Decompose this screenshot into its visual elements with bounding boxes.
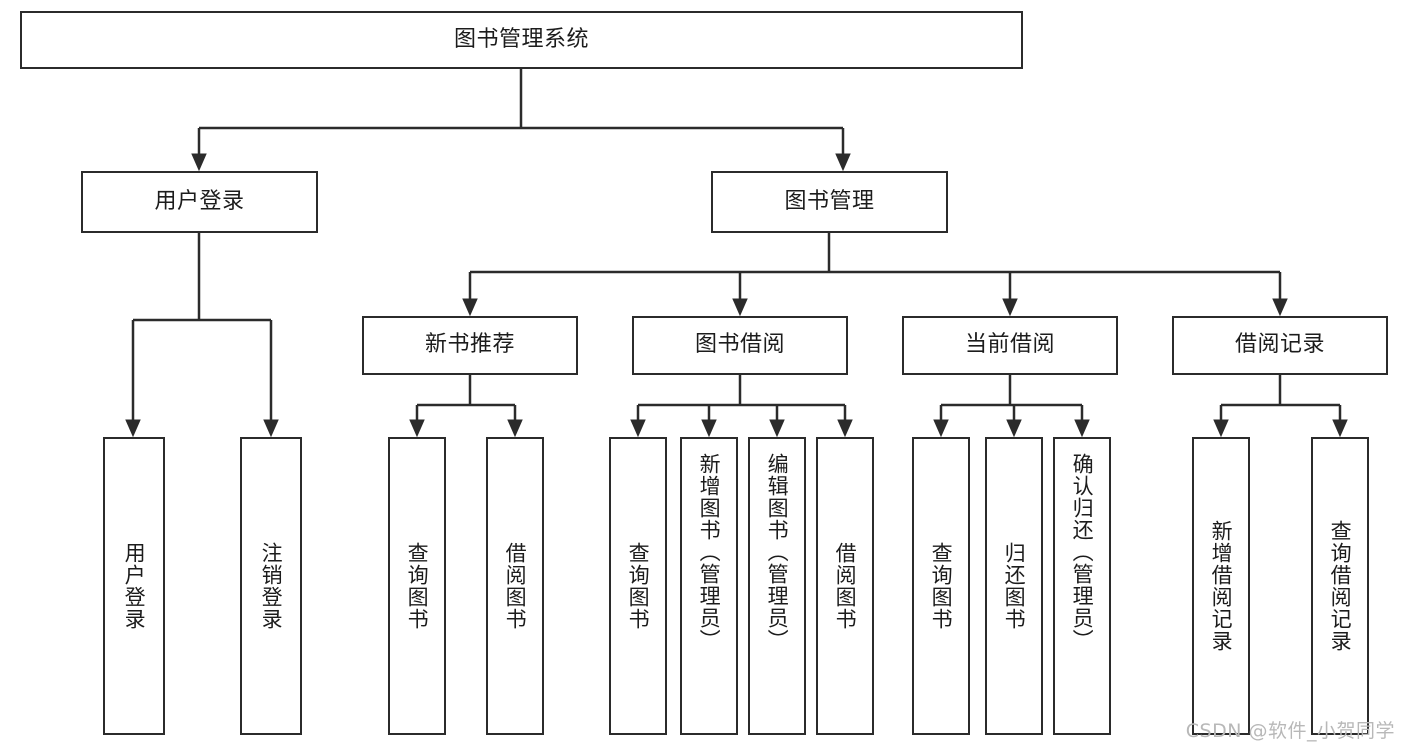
level3-node-2-label: 当前借阅 — [964, 332, 1055, 358]
level2-node-1-label: 图书管理 — [784, 188, 875, 214]
arrow-head-icon — [1332, 419, 1348, 438]
leaf-node-0-label: 用户登录 — [122, 542, 147, 630]
arrow-head-icon — [507, 419, 523, 438]
arrow-head-icon — [1006, 419, 1022, 438]
leaf-node-2-label: 查询图书 — [405, 542, 430, 630]
leaf-node-10-label: 确认归还（管理员） — [1070, 453, 1095, 651]
arrow-head-icon — [1213, 419, 1229, 438]
leaf-node-0[interactable]: 用户登录 — [103, 437, 165, 735]
leaf-node-11[interactable]: 新增借阅记录 — [1192, 437, 1250, 735]
level3-node-3-label: 借阅记录 — [1234, 332, 1325, 358]
leaf-node-7[interactable]: 借阅图书 — [816, 437, 874, 735]
root-node[interactable]: 图书管理系统 — [20, 11, 1023, 69]
leaf-node-9-label: 归还图书 — [1002, 542, 1027, 630]
leaf-node-10[interactable]: 确认归还（管理员） — [1053, 437, 1111, 735]
arrow-head-icon — [769, 419, 785, 438]
arrow-head-icon — [263, 419, 279, 438]
arrow-head-icon — [837, 419, 853, 438]
level3-node-2[interactable]: 当前借阅 — [902, 316, 1118, 375]
level3-node-1-label: 图书借阅 — [694, 332, 785, 358]
arrow-head-icon — [1272, 298, 1288, 317]
leaf-node-11-label: 新增借阅记录 — [1209, 520, 1234, 652]
level3-node-0[interactable]: 新书推荐 — [362, 316, 578, 375]
arrow-head-icon — [409, 419, 425, 438]
arrow-head-icon — [1002, 298, 1018, 317]
level3-node-0-label: 新书推荐 — [424, 332, 515, 358]
level3-node-3[interactable]: 借阅记录 — [1172, 316, 1388, 375]
leaf-node-1[interactable]: 注销登录 — [240, 437, 302, 735]
leaf-node-1-label: 注销登录 — [259, 542, 284, 630]
arrow-head-icon — [701, 419, 717, 438]
level3-node-1[interactable]: 图书借阅 — [632, 316, 848, 375]
leaf-node-6[interactable]: 编辑图书（管理员） — [748, 437, 806, 735]
leaf-node-2[interactable]: 查询图书 — [388, 437, 446, 735]
arrow-head-icon — [835, 153, 851, 172]
leaf-node-8[interactable]: 查询图书 — [912, 437, 970, 735]
arrow-head-icon — [462, 298, 478, 317]
leaf-node-5-label: 新增图书（管理员） — [697, 453, 722, 651]
level2-node-1[interactable]: 图书管理 — [711, 171, 948, 233]
leaf-node-9[interactable]: 归还图书 — [985, 437, 1043, 735]
leaf-node-4-label: 查询图书 — [626, 542, 651, 630]
leaf-node-6-label: 编辑图书（管理员） — [765, 453, 790, 651]
leaf-node-3-label: 借阅图书 — [503, 542, 528, 630]
leaf-node-4[interactable]: 查询图书 — [609, 437, 667, 735]
arrow-head-icon — [933, 419, 949, 438]
level2-node-0-label: 用户登录 — [154, 188, 245, 214]
arrow-head-icon — [191, 153, 207, 172]
arrow-heads — [125, 153, 1348, 438]
leaf-node-8-label: 查询图书 — [929, 542, 954, 630]
arrow-head-icon — [1074, 419, 1090, 438]
leaf-node-12[interactable]: 查询借阅记录 — [1311, 437, 1369, 735]
level2-node-0[interactable]: 用户登录 — [81, 171, 318, 233]
root-node-label: 图书管理系统 — [453, 26, 589, 52]
leaf-node-7-label: 借阅图书 — [833, 542, 858, 630]
arrow-head-icon — [630, 419, 646, 438]
leaf-node-5[interactable]: 新增图书（管理员） — [680, 437, 738, 735]
arrow-head-icon — [125, 419, 141, 438]
arrow-head-icon — [732, 298, 748, 317]
leaf-node-3[interactable]: 借阅图书 — [486, 437, 544, 735]
leaf-node-12-label: 查询借阅记录 — [1328, 520, 1353, 652]
